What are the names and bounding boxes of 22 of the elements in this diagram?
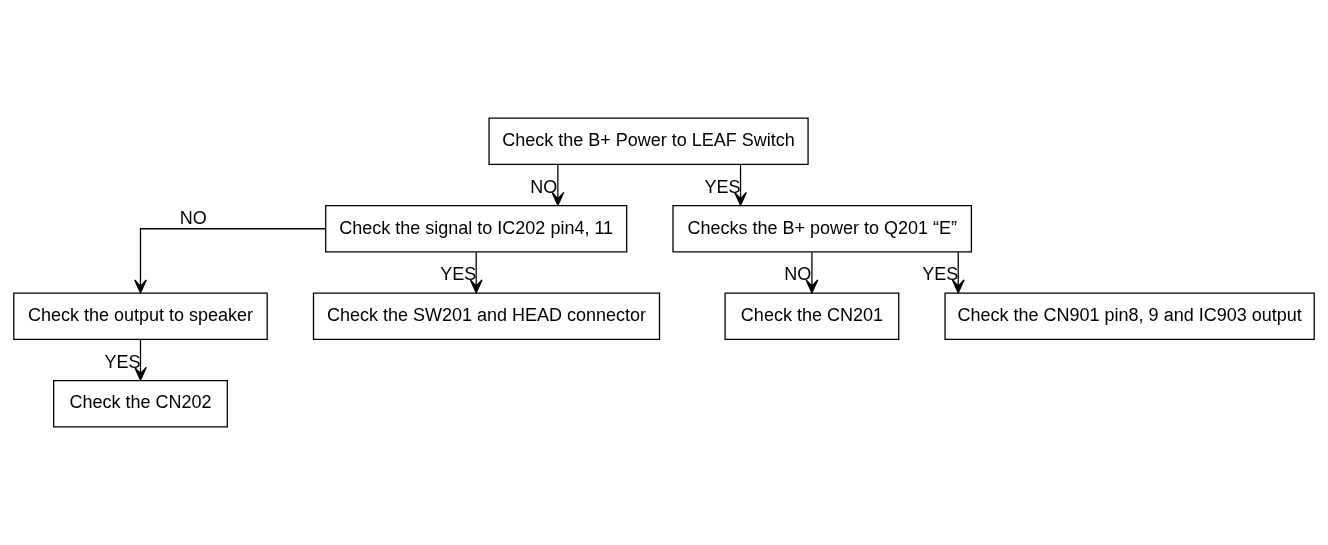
edge-label: NO xyxy=(179,207,207,228)
arrow xyxy=(951,251,965,294)
node-box: Check the signal to IC202 pin4, 11 xyxy=(325,204,628,253)
node-box: Checks the B+ power to Q201 “E” xyxy=(672,204,973,253)
node-box: Check the output to speaker xyxy=(13,292,268,341)
node-box: Check the CN202 xyxy=(53,379,228,428)
arrow xyxy=(134,228,327,294)
arrow xyxy=(805,251,819,294)
edge-label: NO xyxy=(530,176,558,197)
edge-label: YES xyxy=(922,264,959,285)
edge-label: YES xyxy=(440,264,477,285)
node-box: Check the SW201 and HEAD connector xyxy=(312,292,661,341)
edge-label: YES xyxy=(104,351,141,372)
edge-label: NO xyxy=(784,264,812,285)
node-box: Check the CN901 pin8, 9 and IC903 output xyxy=(944,292,1315,341)
arrow xyxy=(734,164,747,206)
arrow xyxy=(469,251,483,294)
node-box: Check the CN201 xyxy=(724,292,900,341)
arrow xyxy=(551,164,565,206)
edge-label: YES xyxy=(704,176,741,197)
arrow xyxy=(134,339,147,381)
node-box: Check the B+ Power to LEAF Switch xyxy=(488,117,809,166)
